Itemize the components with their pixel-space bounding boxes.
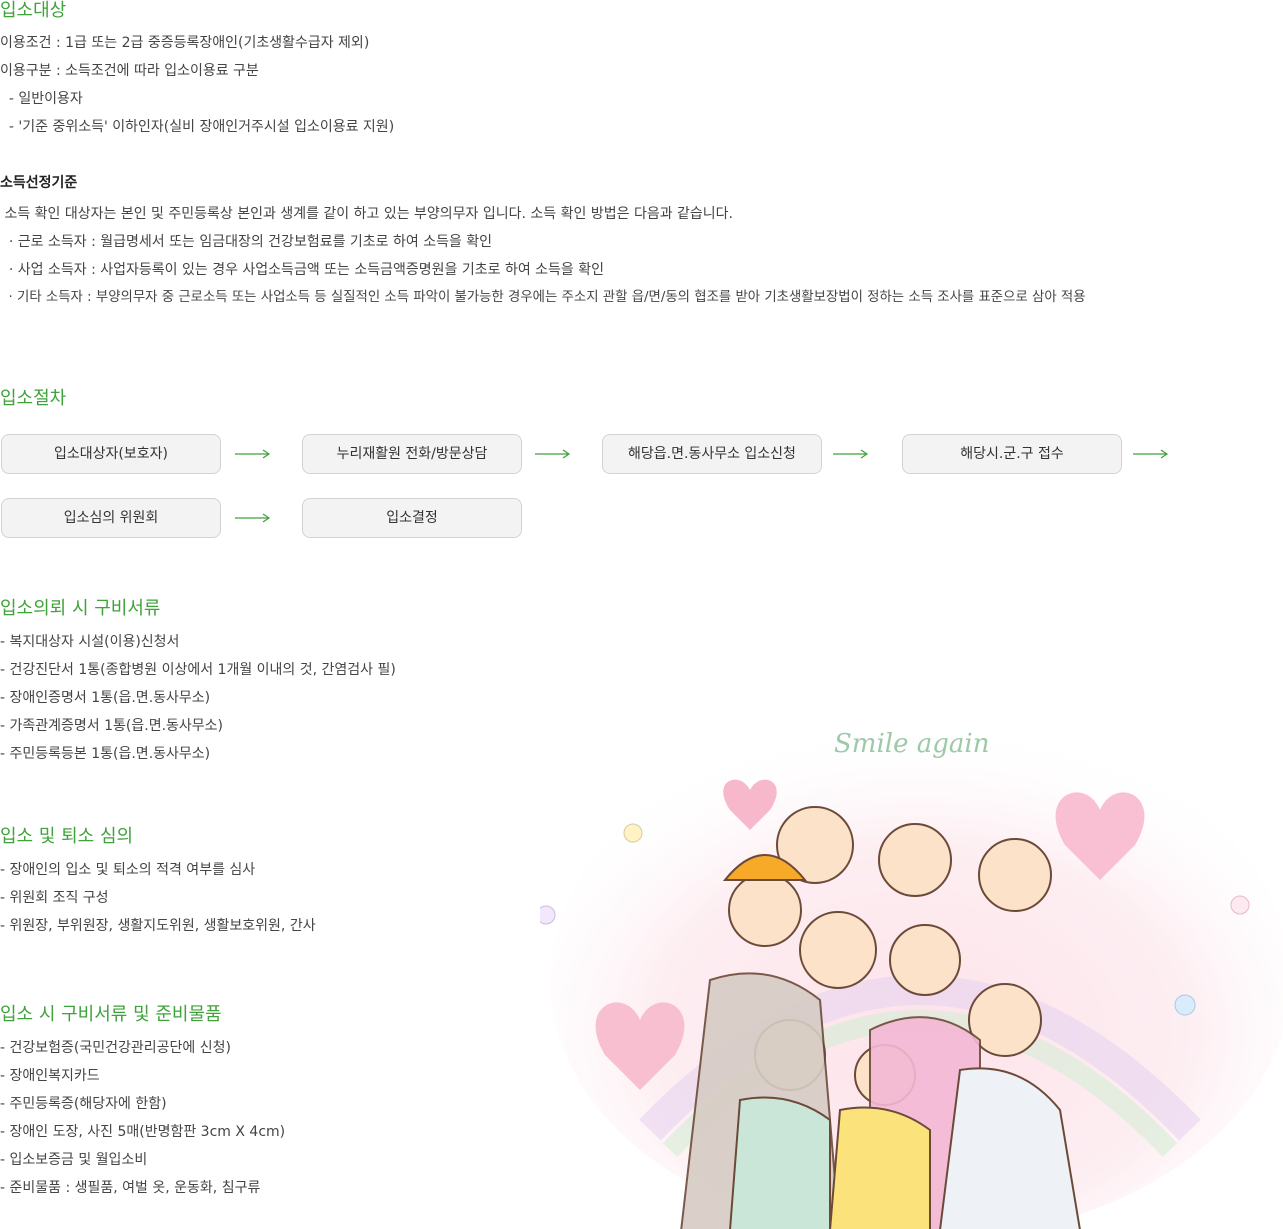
section-income-criteria: 소득선정기준 소득 확인 대상자는 본인 및 주민등록상 본인과 생계를 같이 … — [0, 172, 1086, 312]
list-item: - 입소보증금 및 월입소비 — [0, 1152, 148, 1168]
list-item: - 장애인 도장, 사진 5매(반명함판 3cm X 4cm) — [0, 1124, 286, 1140]
arrow-right-icon — [535, 449, 571, 459]
text-line: · 근로 소득자 : 월급명세서 또는 임금대장의 건강보험료를 기초로 하여 … — [0, 234, 493, 250]
section-admission-items: 입소 시 구비서류 및 준비물품 - 건강보험증(국민건강관리공단에 신청) -… — [0, 1004, 285, 1202]
section-required-documents: 입소의뢰 시 구비서류 - 복지대상자 시설(이용)신청서 - 건강진단서 1통… — [0, 598, 396, 768]
section-admission-target: 입소대상 이용조건 : 1급 또는 2급 중증등록장애인(기초생활수급자 제외)… — [0, 0, 394, 141]
list-item: - 주민등록증(해당자에 한함) — [0, 1096, 167, 1112]
arrow-right-icon — [833, 449, 869, 459]
list-item: - 건강진단서 1통(종합병원 이상에서 1개월 이내의 것, 간염검사 필) — [0, 662, 396, 678]
list-item: - 장애인증명서 1통(읍.면.동사무소) — [0, 690, 211, 706]
procedure-step: 해당읍.면.동사무소 입소신청 — [602, 434, 822, 474]
text-line: 소득 확인 대상자는 본인 및 주민등록상 본인과 생계를 같이 하고 있는 부… — [0, 206, 734, 222]
procedure-step: 입소대상자(보호자) — [1, 434, 221, 474]
arrow-right-icon — [235, 513, 271, 523]
arrow-right-icon — [1133, 449, 1169, 459]
section-title: 입소 및 퇴소 심의 — [0, 826, 134, 847]
text-line: 이용조건 : 1급 또는 2급 중증등록장애인(기초생활수급자 제외) — [0, 35, 370, 51]
section-title: 입소 시 구비서류 및 준비물품 — [0, 1004, 222, 1025]
section-title: 입소절차 — [0, 388, 67, 409]
list-item: - 장애인의 입소 및 퇴소의 적격 여부를 심사 — [0, 862, 256, 878]
text-line: · 기타 소득자 : 부양의무자 중 근로소득 또는 사업소득 등 실질적인 소… — [0, 290, 1086, 305]
procedure-step: 입소결정 — [302, 498, 522, 538]
section-title: 입소대상 — [0, 0, 67, 21]
illustration-tagline: Smile again — [834, 729, 989, 759]
section-admission-review: 입소 및 퇴소 심의 - 장애인의 입소 및 퇴소의 적격 여부를 심사 - 위… — [0, 826, 316, 940]
list-item: - 건강보험증(국민건강관리공단에 신청) — [0, 1040, 231, 1056]
family-illustration: Smile again — [540, 720, 1283, 1229]
list-item: - 주민등록등본 1통(읍.면.동사무소) — [0, 746, 211, 762]
list-item: - 가족관계증명서 1통(읍.면.동사무소) — [0, 718, 224, 734]
procedure-step: 해당시.군.구 접수 — [902, 434, 1122, 474]
section-admission-procedure: 입소절차 — [0, 388, 66, 410]
text-line: · 사업 소득자 : 사업자등록이 있는 경우 사업소득금액 또는 소득금액증명… — [0, 262, 604, 278]
subsection-title: 소득선정기준 — [0, 175, 78, 191]
list-item: - 복지대상자 시설(이용)신청서 — [0, 634, 180, 650]
procedure-step: 입소심의 위원회 — [1, 498, 221, 538]
list-item: - 위원회 조직 구성 — [0, 890, 109, 906]
text-line: 이용구분 : 소득조건에 따라 입소이용료 구분 — [0, 63, 259, 79]
list-item: - 장애인복지카드 — [0, 1068, 100, 1084]
section-title: 입소의뢰 시 구비서류 — [0, 598, 161, 619]
arrow-right-icon — [235, 449, 271, 459]
text-line: - '기준 중위소득' 이하인자(실비 장애인거주시설 입소이용료 지원) — [0, 119, 395, 135]
text-line: - 일반이용자 — [0, 91, 83, 107]
list-item: - 위원장, 부위원장, 생활지도위원, 생활보호위원, 간사 — [0, 918, 316, 934]
list-item: - 준비물품 : 생필품, 여벌 옷, 운동화, 침구류 — [0, 1180, 261, 1196]
procedure-step: 누리재활원 전화/방문상담 — [302, 434, 522, 474]
